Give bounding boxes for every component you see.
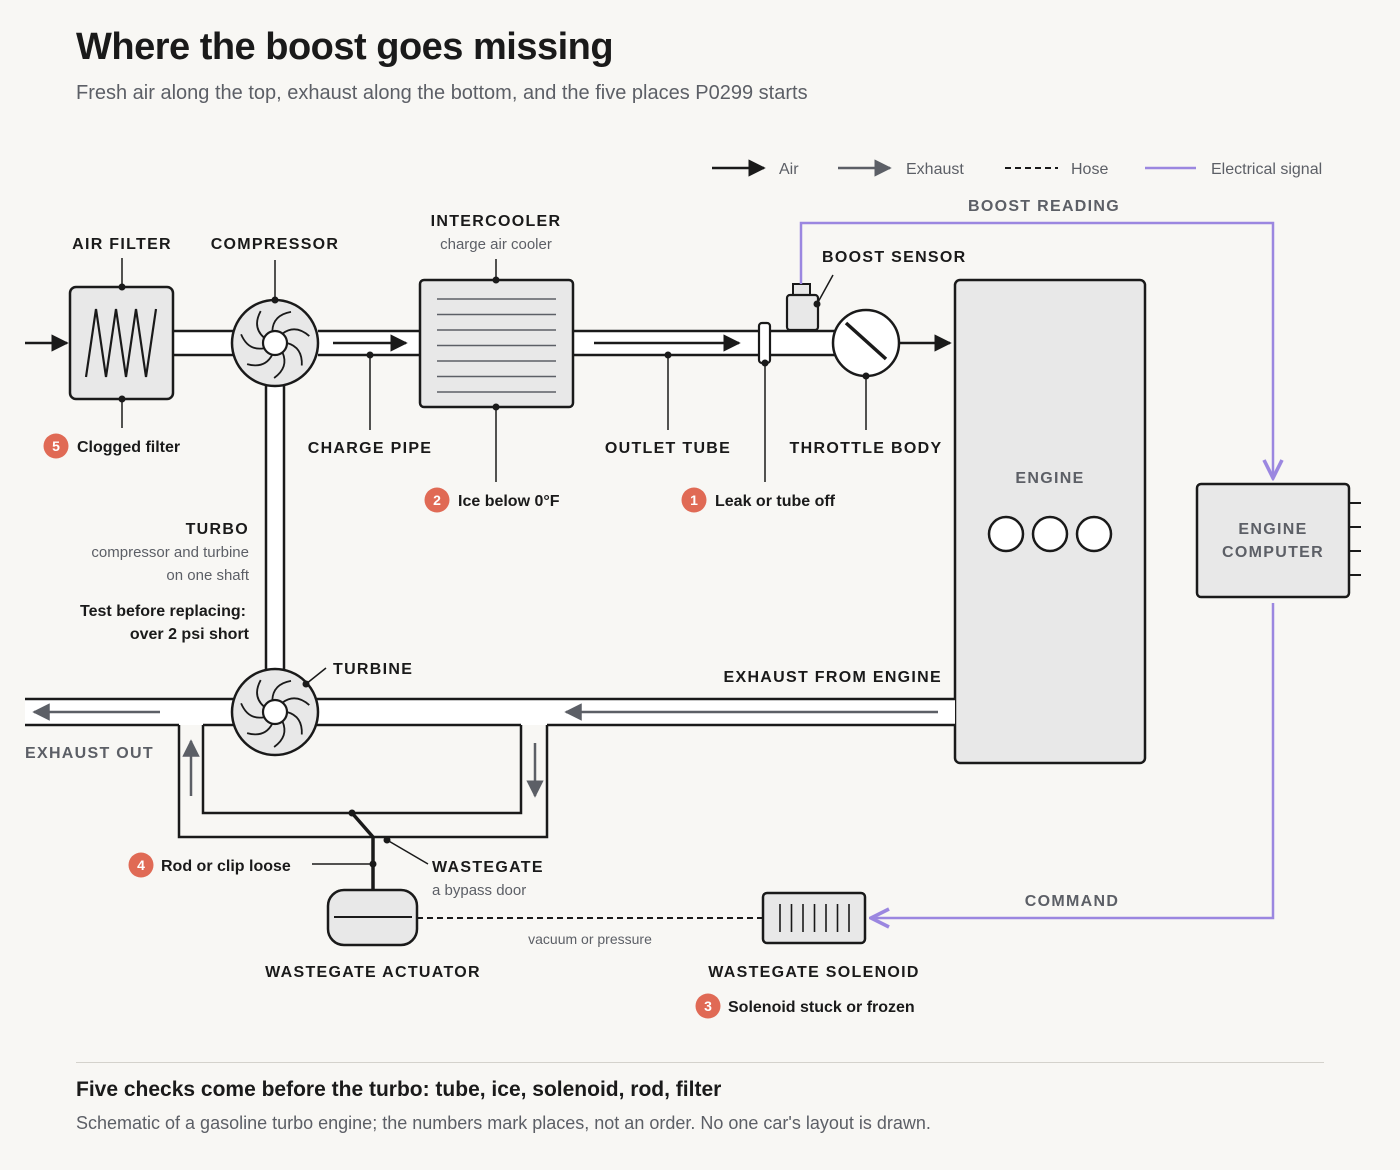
label-boost-reading: BOOST READING bbox=[968, 198, 1120, 215]
page-subtitle: Fresh air along the top, exhaust along t… bbox=[76, 82, 808, 104]
legend: Air Exhaust Hose Electrical signal bbox=[712, 159, 1322, 178]
signal-wires bbox=[799, 221, 1275, 918]
fault-marker-3: 3 Solenoid stuck or frozen bbox=[695, 993, 915, 1019]
impeller-blade bbox=[286, 342, 303, 366]
label-intercooler: INTERCOOLER bbox=[431, 213, 562, 230]
impeller-blade bbox=[271, 311, 292, 332]
fault-badge-number: 2 bbox=[433, 492, 441, 508]
wastegate bbox=[312, 809, 429, 890]
label-wastegate-actuator: WASTEGATE ACTUATOR bbox=[265, 964, 481, 981]
fault-badge-number: 1 bbox=[690, 492, 698, 508]
boost-reading-wire bbox=[799, 221, 1273, 478]
turbo-schematic: Air Exhaust Hose Electrical signal bbox=[25, 159, 1361, 1019]
wastegate-actuator bbox=[326, 888, 419, 947]
impeller-blade bbox=[271, 680, 292, 701]
fault-badge-number: 5 bbox=[52, 438, 60, 454]
wastegate-rod bbox=[350, 811, 375, 890]
impeller-blade bbox=[246, 723, 274, 736]
filter-to-compressor-pipe bbox=[173, 331, 233, 355]
label-wastegate-solenoid: WASTEGATE SOLENOID bbox=[708, 964, 920, 981]
label-turbo: TURBO bbox=[186, 521, 249, 538]
wastegate-bypass bbox=[177, 725, 549, 839]
label-turbo-sub-1: compressor and turbine bbox=[91, 544, 249, 561]
label-throttle-body: THROTTLE BODY bbox=[790, 440, 943, 457]
legend-air-label: Air bbox=[779, 161, 799, 178]
exhaust-flow-arrows bbox=[32, 703, 938, 798]
impeller-blade bbox=[286, 711, 303, 735]
boost-sensor bbox=[785, 274, 834, 332]
impeller-blade bbox=[281, 697, 310, 706]
fault-marker-4: 4 Rod or clip loose bbox=[128, 852, 291, 878]
engine-computer bbox=[1195, 482, 1361, 599]
impeller-blade bbox=[281, 328, 310, 337]
label-turbo-test-2: over 2 psi short bbox=[130, 626, 250, 643]
label-engine-computer-2: COMPUTER bbox=[1222, 544, 1324, 561]
intercooler bbox=[418, 259, 575, 482]
legend-hose-label: Hose bbox=[1071, 161, 1108, 178]
label-wastegate: WASTEGATE bbox=[432, 859, 544, 876]
fault-label: Leak or tube off bbox=[715, 493, 836, 510]
wastegate-solenoid bbox=[761, 891, 867, 945]
fault-marker-2: 2 Ice below 0°F bbox=[424, 487, 560, 513]
compressor bbox=[230, 260, 320, 388]
label-turbo-test-1: Test before replacing: bbox=[80, 603, 246, 620]
label-engine-computer-1: ENGINE bbox=[1238, 521, 1307, 538]
label-hose-note: vacuum or pressure bbox=[528, 931, 652, 947]
turbine bbox=[230, 667, 327, 757]
engine bbox=[953, 278, 1147, 765]
fault-badge-number: 3 bbox=[704, 998, 712, 1014]
label-intercooler-sub: charge air cooler bbox=[440, 236, 552, 253]
label-engine: ENGINE bbox=[1015, 470, 1084, 487]
fault-badge-number: 4 bbox=[137, 857, 145, 873]
turbo-shaft bbox=[266, 380, 284, 674]
fault-badge bbox=[695, 993, 721, 1019]
fault-label: Rod or clip loose bbox=[161, 858, 291, 875]
legend-signal-label: Electrical signal bbox=[1211, 161, 1322, 178]
air-filter bbox=[68, 258, 175, 428]
footer-note: Schematic of a gasoline turbo engine; th… bbox=[76, 1113, 931, 1133]
outlet-clamp bbox=[757, 321, 772, 482]
label-turbine: TURBINE bbox=[333, 661, 413, 678]
footer-title: Five checks come before the turbo: tube,… bbox=[76, 1078, 722, 1101]
label-air-filter: AIR FILTER bbox=[72, 236, 172, 253]
fault-label: Solenoid stuck or frozen bbox=[728, 999, 915, 1016]
fault-badge bbox=[43, 433, 69, 459]
label-outlet-tube: OUTLET TUBE bbox=[605, 440, 731, 457]
command-wire bbox=[871, 603, 1275, 918]
legend-exhaust-label: Exhaust bbox=[906, 161, 964, 178]
cylinder bbox=[987, 515, 1025, 553]
impeller-blade bbox=[273, 352, 286, 379]
page-title: Where the boost goes missing bbox=[76, 26, 614, 68]
impeller-blade bbox=[256, 679, 265, 708]
cylinder bbox=[1031, 515, 1069, 553]
fault-badge bbox=[128, 852, 154, 878]
exhaust-pipes bbox=[25, 697, 955, 839]
boost-sensor-body bbox=[785, 293, 820, 332]
engine-computer-box bbox=[1195, 482, 1351, 599]
label-boost-sensor: BOOST SENSOR bbox=[822, 249, 967, 266]
throttle-body bbox=[831, 308, 901, 430]
footer-divider bbox=[76, 1062, 1324, 1063]
fault-marker-1: 1 Leak or tube off bbox=[681, 487, 836, 513]
fault-badge bbox=[424, 487, 450, 513]
impeller-blade bbox=[240, 333, 265, 350]
label-wastegate-sub: a bypass door bbox=[432, 882, 526, 899]
fault-label: Ice below 0°F bbox=[458, 493, 560, 510]
fault-label: Clogged filter bbox=[77, 439, 180, 456]
impeller-blade bbox=[256, 310, 265, 339]
label-exhaust-from-engine: EXHAUST FROM ENGINE bbox=[724, 669, 943, 686]
fault-badge bbox=[681, 487, 707, 513]
label-charge-pipe: CHARGE PIPE bbox=[308, 440, 433, 457]
label-compressor: COMPRESSOR bbox=[211, 236, 340, 253]
fault-marker-5: 5 Clogged filter bbox=[43, 433, 180, 459]
impeller-blade bbox=[246, 354, 274, 367]
label-command: COMMAND bbox=[1025, 893, 1119, 910]
label-exhaust-out: EXHAUST OUT bbox=[25, 745, 154, 762]
impeller-blade bbox=[240, 702, 265, 719]
label-turbo-sub-2: on one shaft bbox=[166, 567, 249, 584]
cylinder bbox=[1075, 515, 1113, 553]
impeller-blade bbox=[273, 721, 286, 748]
